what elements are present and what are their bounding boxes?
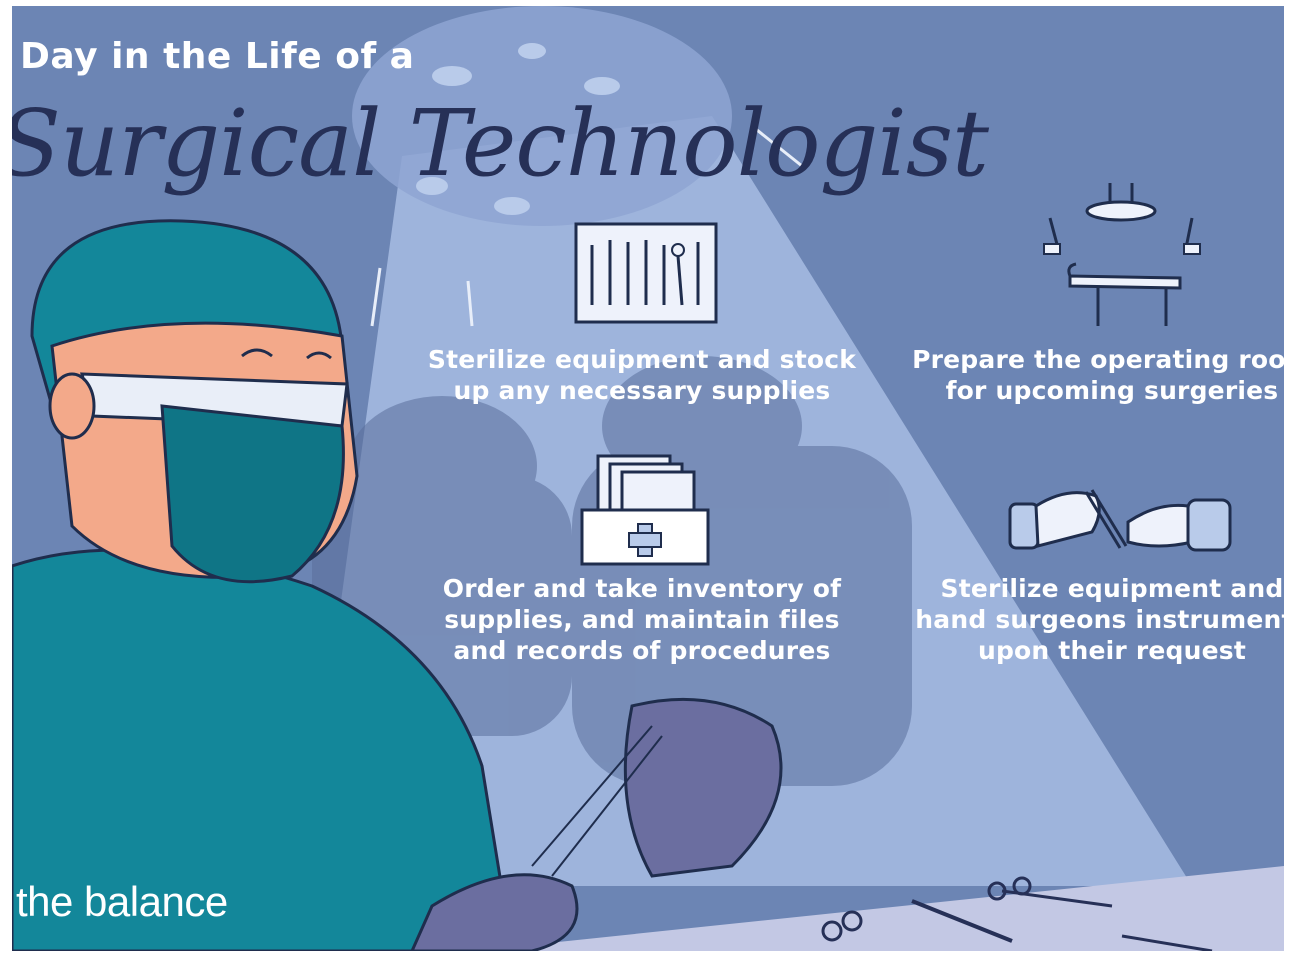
caption-line: Order and take inventory of: [442, 574, 842, 603]
surgical-lamp: [352, 6, 732, 226]
infographic-canvas: Day in the Life of a Surgical Technologi…: [12, 6, 1284, 951]
caption-line: supplies, and maintain files: [444, 605, 840, 634]
caption-line: up any necessary supplies: [453, 376, 831, 405]
caption-line: Prepare the operating room: [912, 345, 1284, 374]
caption-line: Sterilize equipment and stock: [427, 345, 857, 374]
caption-line: upon their request: [977, 636, 1247, 665]
duty-caption-hand-instruments: Sterilize equipment and hand surgeons in…: [902, 573, 1284, 666]
medical-files-box-icon: [580, 454, 710, 566]
operating-room-icon: [1043, 183, 1201, 326]
instrument-tray: [472, 866, 1284, 951]
hands-passing-instrument-icon: [1008, 489, 1232, 552]
title-line-2: Surgical Technologist: [12, 90, 989, 197]
caption-line: hand surgeons instruments: [915, 605, 1284, 634]
caption-line: for upcoming surgeries: [945, 376, 1279, 405]
surgical-tools-tray-icon: [574, 222, 718, 324]
caption-line: Sterilize equipment and: [940, 574, 1284, 603]
duty-caption-sterilize-stock: Sterilize equipment and stock up any nec…: [422, 344, 862, 406]
foreground-surgeon: [12, 219, 783, 951]
title-line-1: Day in the Life of a: [20, 36, 415, 77]
background-illustration: [12, 6, 1284, 951]
duty-caption-inventory-records: Order and take inventory of supplies, an…: [432, 573, 852, 666]
the-balance-logo: the balance: [16, 878, 228, 925]
caption-line: and records of procedures: [453, 636, 831, 665]
duty-caption-prepare-room: Prepare the operating room for upcoming …: [902, 344, 1284, 406]
